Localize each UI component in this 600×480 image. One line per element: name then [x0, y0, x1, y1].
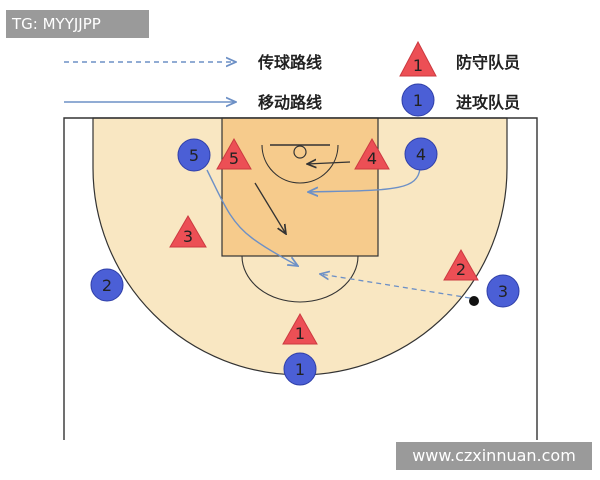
legend-attacker-sample-number: 1 [413, 91, 423, 110]
attacker-4-number: 4 [416, 145, 426, 164]
defender-2-icon [443, 248, 479, 281]
attackers: 5 4 2 3 1 [90, 137, 520, 386]
legend-attacker-label: 进攻队员 [456, 93, 520, 112]
legend-defender-icon [399, 40, 437, 77]
attacker-3-icon [486, 274, 520, 308]
legend-move-route-label: 移动路线 [258, 93, 322, 112]
move-route-4 [308, 167, 421, 192]
free-throw-circle [241, 255, 359, 303]
half-court [63, 117, 538, 440]
ball [469, 296, 479, 306]
defender-1-icon [282, 312, 318, 345]
attacker-2-icon [90, 268, 124, 302]
defender-3-icon [169, 215, 207, 248]
defender-2-number: 2 [456, 260, 466, 279]
watermark-bottom-right: www.czxinnuan.com [396, 442, 592, 470]
legend-defender-sample-number: 1 [413, 56, 423, 75]
legend-attacker-icon [401, 83, 435, 117]
restricted-arc [261, 144, 339, 184]
routes [206, 162, 471, 299]
attacker-1-number: 1 [295, 360, 305, 379]
court-boundary [63, 117, 538, 440]
paint-area [221, 117, 379, 257]
attacker-4-icon [404, 137, 438, 171]
basket-rim [293, 145, 307, 159]
defender-1-number: 1 [295, 324, 305, 343]
legend: 传球路线 移动路线 1 防守队员 1 进攻队员 [64, 40, 520, 117]
attacker-5-number: 5 [189, 146, 199, 165]
legend-pass-route-label: 传球路线 [257, 53, 322, 72]
move-route-5 [206, 169, 298, 266]
pass-route-3 [320, 274, 471, 299]
defender-4-number: 4 [367, 149, 377, 168]
defender-5-number: 5 [229, 149, 239, 168]
defender-5-movement [254, 182, 286, 234]
attacker-3-number: 3 [498, 282, 508, 301]
defender-4-icon [354, 137, 390, 170]
attacker-2-number: 2 [102, 276, 112, 295]
watermark-top-left: TG: MYYJJPP [6, 10, 149, 38]
defender-5-icon [216, 137, 252, 170]
attacker-1-icon [283, 352, 317, 386]
defender-4-movement [307, 162, 351, 164]
attacker-5-icon [177, 138, 211, 172]
defenders: 5 4 3 2 1 [169, 137, 479, 345]
legend-defender-label: 防守队员 [456, 53, 520, 72]
defender-3-number: 3 [183, 227, 193, 246]
